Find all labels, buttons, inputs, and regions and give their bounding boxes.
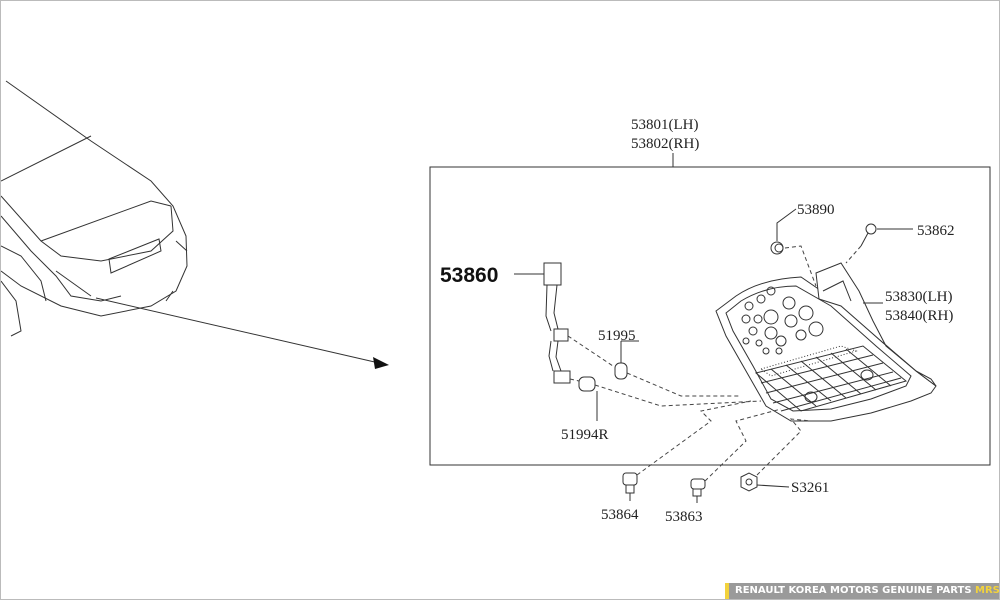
label-housing-lh: 53830(LH): [885, 289, 953, 305]
watermark-footer: RENAULT KOREA MOTORS GENUINE PARTS MRSZO…: [725, 583, 999, 599]
label-bulb-51995: 51995: [598, 328, 636, 344]
pointer-arrowhead: [373, 357, 389, 369]
footer-text: RENAULT KOREA MOTORS GENUINE PARTS: [735, 585, 972, 596]
label-housing-rh: 53840(RH): [885, 308, 953, 324]
label-nut: S3261: [791, 480, 829, 496]
label-screw: 53862: [917, 223, 955, 239]
bulb-51994R: [578, 376, 598, 421]
clip-53863: [690, 408, 782, 503]
nut-S3261: [740, 418, 812, 492]
assembly-frame: [429, 166, 991, 466]
label-assembly-rh: 53802(RH): [631, 136, 699, 152]
cap-53890: [770, 208, 817, 287]
footer-brand: MRSZONE: [975, 585, 1000, 596]
pointer-arrow-line: [95, 297, 380, 364]
car-rear-illustration: [1, 80, 188, 337]
label-assembly-lh: 53801(LH): [631, 117, 699, 133]
label-clip: 53863: [665, 509, 703, 525]
label-grommet: 53864: [601, 507, 639, 523]
label-cap: 53890: [797, 202, 835, 218]
screw-53862: [845, 223, 913, 264]
wiring-harness: [514, 262, 571, 384]
label-bulb-51994R: 51994R: [561, 427, 609, 443]
grommet-53864: [622, 400, 752, 501]
tail-lamp-assembly: [715, 262, 937, 422]
lamp-lens-grid: [754, 345, 908, 412]
bulb-51995: [614, 340, 639, 380]
label-harness: 53860: [440, 264, 498, 287]
lamp-lens-circles: [741, 286, 824, 355]
